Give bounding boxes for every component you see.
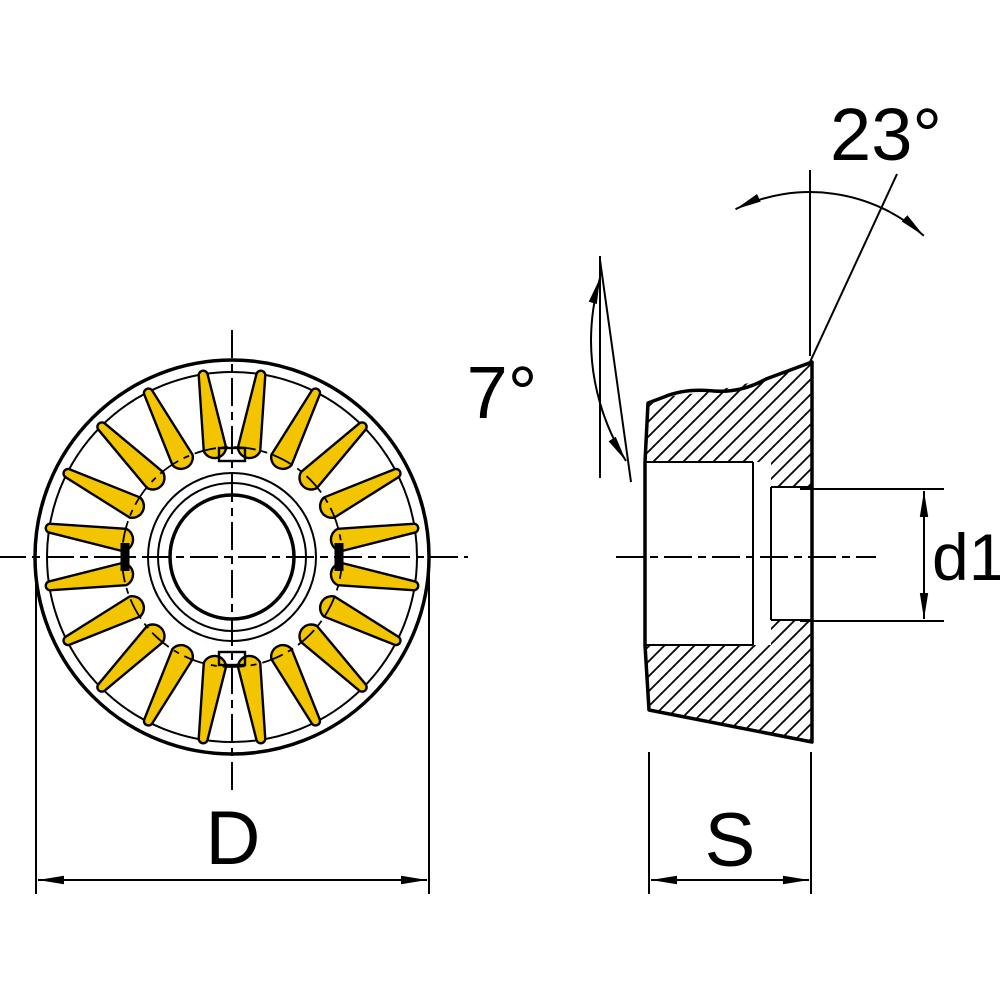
hatch-line — [645, 362, 756, 487]
serration-ring — [44, 369, 420, 745]
hatch-line — [645, 620, 812, 742]
angle23-arc-left — [735, 191, 834, 211]
dimd1-label: d1 — [932, 520, 1000, 594]
hatch-line — [645, 362, 812, 487]
angle-dimension-23: 23° — [735, 93, 942, 363]
section-hatch-top — [645, 362, 812, 487]
hatch-line — [645, 620, 812, 742]
dimension-d1: d1 — [800, 488, 1000, 622]
hatch-line — [645, 362, 786, 487]
hatch-line — [645, 362, 812, 487]
hatch-line — [645, 620, 812, 742]
hatch-line — [659, 620, 812, 742]
hatch-line — [645, 362, 812, 487]
hatch-line — [645, 620, 812, 742]
angle7-label: 7° — [467, 351, 538, 434]
serration-flute — [197, 654, 228, 745]
hatch-line — [645, 362, 812, 487]
serration-flute — [318, 467, 402, 520]
serration-flute — [236, 654, 267, 745]
hatch-line — [645, 362, 812, 487]
angle23-slanted-line — [809, 173, 898, 363]
serration-flute — [236, 369, 267, 460]
hatch-line — [645, 362, 812, 487]
serration-flute — [62, 467, 146, 520]
hatch-line — [645, 362, 812, 487]
dimD-label: D — [206, 796, 261, 881]
hatch-line — [645, 362, 812, 487]
hatch-line — [645, 362, 812, 487]
bore-section-lines — [645, 461, 812, 646]
hatch-line — [719, 620, 812, 742]
serration-flute — [298, 421, 368, 491]
serration-flute — [62, 594, 146, 647]
serration-flute — [96, 421, 166, 491]
hatch-line — [674, 620, 812, 742]
hatch-line — [645, 620, 812, 742]
front-view — [0, 330, 468, 792]
dimension-D: D — [35, 566, 430, 894]
hatch-line — [645, 362, 741, 487]
angle23-arc-right — [833, 192, 925, 237]
index-mark-left — [120, 543, 130, 571]
hatch-line — [734, 620, 812, 742]
serration-flute — [269, 387, 322, 471]
hatch-line — [645, 620, 812, 742]
angle-dimension-7: 7° — [467, 256, 632, 483]
dimension-S: S — [648, 752, 812, 894]
serration-flute — [269, 643, 322, 727]
serration-flute — [318, 594, 402, 647]
hatch-line — [689, 620, 812, 742]
hatch-line — [704, 620, 812, 742]
hatch-line — [645, 620, 812, 742]
insert-section-outline — [643, 360, 814, 744]
hatch-line — [645, 362, 771, 487]
hatch-line — [645, 362, 726, 487]
serration-flute — [142, 643, 195, 727]
hatch-line — [645, 362, 812, 487]
serration-flute — [142, 387, 195, 471]
hatch-line — [645, 620, 812, 742]
angle7-arc-lower — [590, 339, 627, 462]
angle7-arc-upper — [588, 277, 601, 341]
hatch-line — [645, 620, 812, 742]
serration-flute — [96, 623, 166, 693]
hatch-line — [645, 620, 812, 742]
section-hatch-bottom — [645, 620, 812, 742]
hatch-line — [645, 362, 801, 487]
dimS-label: S — [705, 798, 756, 883]
serration-flute — [197, 369, 228, 460]
hatch-line — [645, 620, 812, 742]
angle7-slanted-line — [599, 259, 632, 483]
serration-flute — [298, 623, 368, 693]
hatch-line — [645, 362, 812, 487]
angle23-label: 23° — [830, 93, 942, 176]
side-view — [616, 360, 876, 744]
